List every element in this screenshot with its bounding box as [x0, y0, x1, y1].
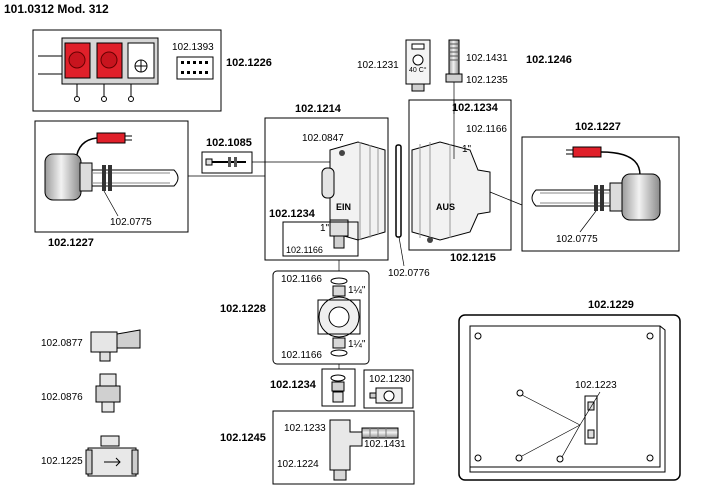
- leader-line: [579, 210, 597, 233]
- label-inch-114-bottom: 1¼": [348, 339, 366, 350]
- screw: [205, 157, 246, 167]
- label-102-1225: 102.1225: [41, 456, 83, 467]
- label-102-1227-right: 102.1227: [575, 121, 621, 133]
- mounting-plate: [469, 325, 666, 473]
- label-102-0876: 102.0876: [41, 392, 83, 403]
- label-102-1234-mid: 102.1234: [269, 208, 315, 220]
- label-ein: EIN: [336, 202, 352, 212]
- label-102-1231: 102.1231: [357, 60, 399, 71]
- label-102-1431-top: 102.1431: [466, 53, 508, 64]
- heater-plug-red: [96, 132, 126, 144]
- label-102-0847: 102.0847: [302, 133, 344, 144]
- thermostat-reading: 40 C°: [409, 67, 427, 74]
- inlet-housing: [321, 141, 386, 249]
- solenoid-valve: [90, 329, 141, 362]
- label-inch-top: 1": [462, 144, 472, 155]
- pump: [317, 277, 361, 357]
- control-box-group: [32, 29, 222, 112]
- label-102-1085: 102.1085: [206, 137, 252, 149]
- assembly-line: [489, 191, 523, 206]
- thermostat: [405, 39, 431, 92]
- label-102-1215: 102.1215: [450, 252, 496, 264]
- immersion-sensor: [445, 39, 463, 83]
- label-102-1226: 102.1226: [226, 57, 272, 69]
- label-102-1245: 102.1245: [220, 432, 266, 444]
- fitting-box-mid: [282, 221, 359, 257]
- label-102-1230: 102.1230: [369, 374, 411, 385]
- heater-left: [44, 132, 179, 201]
- label-102-1166-mid: 102.1166: [286, 245, 323, 255]
- heater-right: [531, 146, 661, 221]
- label-102-1234-low: 102.1234: [270, 379, 316, 391]
- label-102-1393: 102.1393: [172, 42, 214, 53]
- label-102-1234-top: 102.1234: [452, 102, 498, 114]
- diagram-title: 101.0312 Mod. 312: [4, 2, 109, 16]
- heater-plug-red: [572, 146, 602, 158]
- label-102-0775-left: 102.0775: [110, 217, 152, 228]
- thermo-switch: [369, 387, 403, 404]
- air-vent: [95, 373, 121, 413]
- label-102-1224: 102.1224: [277, 459, 319, 470]
- label-102-1214: 102.1214: [295, 103, 341, 115]
- outlet-housing: [411, 141, 491, 243]
- label-102-1223: 102.1223: [575, 380, 617, 391]
- label-102-1431-low: 102.1431: [364, 439, 406, 450]
- label-102-1246: 102.1246: [526, 54, 572, 66]
- label-inch-114-top: 1¼": [348, 285, 366, 296]
- label-102-1228: 102.1228: [220, 303, 266, 315]
- label-102-1233: 102.1233: [284, 423, 326, 434]
- label-102-0877: 102.0877: [41, 338, 83, 349]
- label-102-1229: 102.1229: [588, 299, 634, 311]
- label-aus: AUS: [436, 202, 456, 212]
- label-102-0776: 102.0776: [388, 268, 430, 279]
- label-102-1227-left: 102.1227: [48, 237, 94, 249]
- label-102-1235: 102.1235: [466, 75, 508, 86]
- fitting-low: [330, 374, 346, 403]
- gasket-ring: [395, 144, 402, 238]
- label-102-0775-right: 102.0775: [556, 234, 598, 245]
- leader-line: [103, 190, 119, 217]
- label-102-1166-top: 102.1166: [466, 124, 507, 135]
- label-102-1166-pump-bottom: 102.1166: [281, 350, 322, 361]
- label-102-1166-pump-top: 102.1166: [281, 274, 322, 285]
- check-valve: [85, 435, 139, 477]
- terminal-block: [176, 56, 214, 80]
- label-inch-mid: 1": [320, 223, 330, 234]
- tee-valve: [329, 419, 399, 481]
